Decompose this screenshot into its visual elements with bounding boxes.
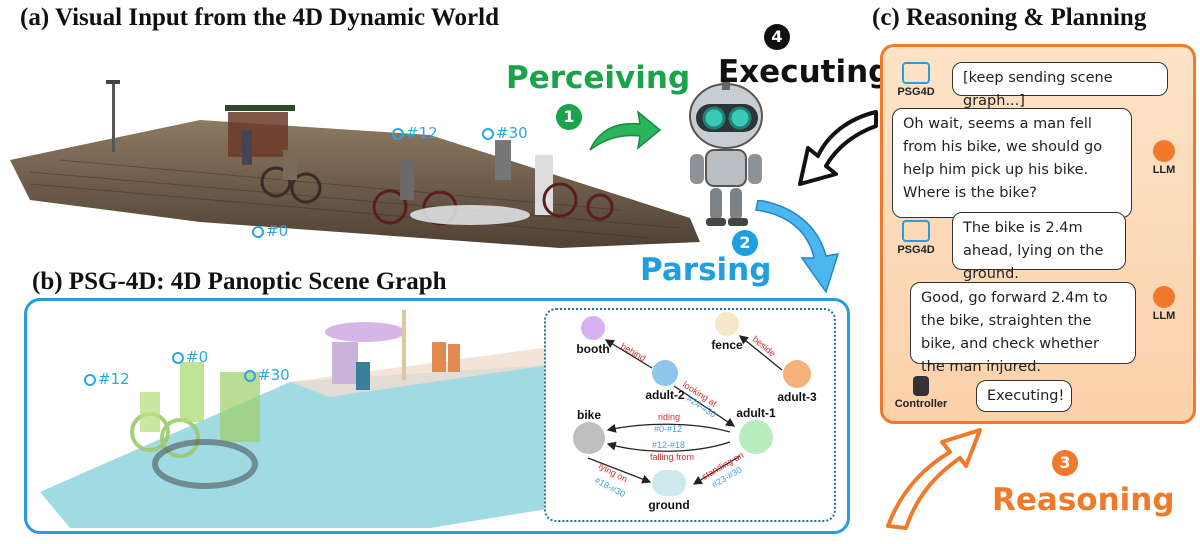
scene-b-label-t0: #0: [172, 348, 208, 366]
ground-icon: [652, 470, 686, 496]
scene-b-illustration: [40, 310, 550, 528]
chat-speaker-llm: LLM: [1136, 140, 1192, 176]
clock-icon: [482, 128, 494, 140]
clock-icon: [172, 352, 184, 364]
chat-bubble-3: The bike is 2.4m ahead, lying on the gro…: [952, 212, 1126, 282]
step-4-badge: 4: [764, 24, 790, 50]
controller-robot-icon: [913, 376, 929, 396]
scene-b-label-t30: #30: [244, 366, 290, 384]
person-icon: [739, 420, 773, 454]
step-1-badge: 1: [556, 104, 582, 130]
edge-riding-time: #0-#12: [654, 424, 682, 434]
fence-icon: [715, 312, 739, 336]
chat-speaker-controller: Controller: [886, 376, 956, 410]
step-parsing-label: Parsing: [640, 252, 772, 288]
edge-falling-time: #12-#18: [652, 440, 685, 450]
scene-b-label-t12: #12: [84, 370, 130, 388]
step-perceiving-label: Perceiving: [506, 60, 691, 96]
scene-a-illustration: [10, 80, 700, 248]
brain-icon: [1153, 140, 1175, 162]
person-icon: [652, 360, 678, 386]
chat-speaker-psg4d: PSG4D: [888, 62, 944, 98]
edge-falling-from: falling from: [650, 452, 694, 462]
clock-icon: [392, 128, 404, 140]
bike-icon: [573, 422, 605, 454]
step-executing-label: Executing: [718, 54, 891, 90]
perceiving-arrow-icon: [589, 110, 662, 151]
step-reasoning-label: Reasoning: [992, 482, 1175, 518]
person-icon: [783, 360, 811, 388]
panel-b-title: (b) PSG-4D: 4D Panoptic Scene Graph: [32, 268, 447, 295]
brain-icon: [1153, 286, 1175, 308]
step-2-badge: 2: [732, 230, 758, 256]
chat-bubble-1: [keep sending scene graph...]: [952, 62, 1168, 109]
node-bike: bike: [554, 408, 624, 456]
node-ground: ground: [634, 470, 704, 512]
node-adult-1: adult-1: [721, 406, 791, 456]
panel-b-frame: [24, 298, 850, 534]
chat-bubble-2: Oh wait, seems a man fell from his bike,…: [892, 108, 1132, 218]
panel-a-title: (a) Visual Input from the 4D Dynamic Wor…: [20, 4, 499, 31]
clock-icon: [252, 226, 264, 238]
node-booth: booth: [558, 316, 628, 356]
reasoning-arrow-icon: [886, 428, 982, 530]
node-adult-3: adult-3: [762, 360, 832, 404]
scene-a-label-t12: #12: [392, 124, 438, 142]
step-3-badge: 3: [1052, 450, 1078, 476]
clock-icon: [244, 370, 256, 382]
scene-graph-edges: behind beside looking at #24-#30 riding …: [587, 334, 783, 499]
eye-scanner-icon: [902, 220, 930, 242]
chat-speaker-psg4d-2: PSG4D: [888, 220, 944, 256]
node-adult-2: adult-2: [630, 360, 700, 402]
eye-scanner-icon: [902, 62, 930, 84]
node-fence: fence: [692, 312, 762, 352]
scene-graph-inset: [544, 308, 836, 522]
chat-bubble-4: Good, go forward 2.4m to the bike, strai…: [910, 282, 1136, 375]
chat-bubble-5: Executing!: [976, 380, 1072, 412]
clock-icon: [84, 374, 96, 386]
chat-speaker-llm-2: LLM: [1136, 286, 1192, 322]
scene-a-label-t0: #0: [252, 222, 288, 240]
panel-c-title: (c) Reasoning & Planning: [872, 4, 1147, 31]
scene-a-label-t30: #30: [482, 124, 528, 142]
executing-arrow-icon: [798, 110, 878, 186]
parsing-arrow-icon: [755, 200, 840, 294]
robot-icon: [689, 82, 763, 226]
edge-riding: riding: [658, 412, 680, 422]
booth-icon: [581, 316, 605, 340]
